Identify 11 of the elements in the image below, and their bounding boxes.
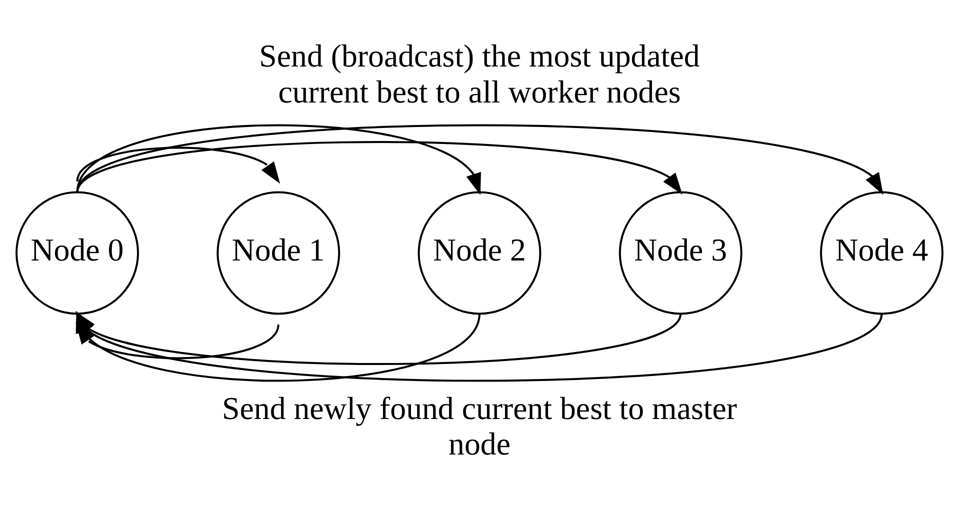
node-circle: Node 4 — [820, 191, 944, 315]
label: Send newly found current best to master node — [222, 390, 737, 462]
node-circle: Node 2 — [418, 191, 542, 315]
arrow — [76, 141, 682, 195]
arrow — [76, 146, 280, 184]
node-circle: Node 0 — [16, 191, 139, 315]
label: Send (broadcast) the most updated current best to all worker nodes — [259, 38, 700, 110]
node-circle: Node 1 — [216, 191, 340, 315]
arrow — [76, 124, 884, 195]
node-circle: Node 3 — [618, 191, 742, 315]
arrow — [76, 124, 481, 196]
